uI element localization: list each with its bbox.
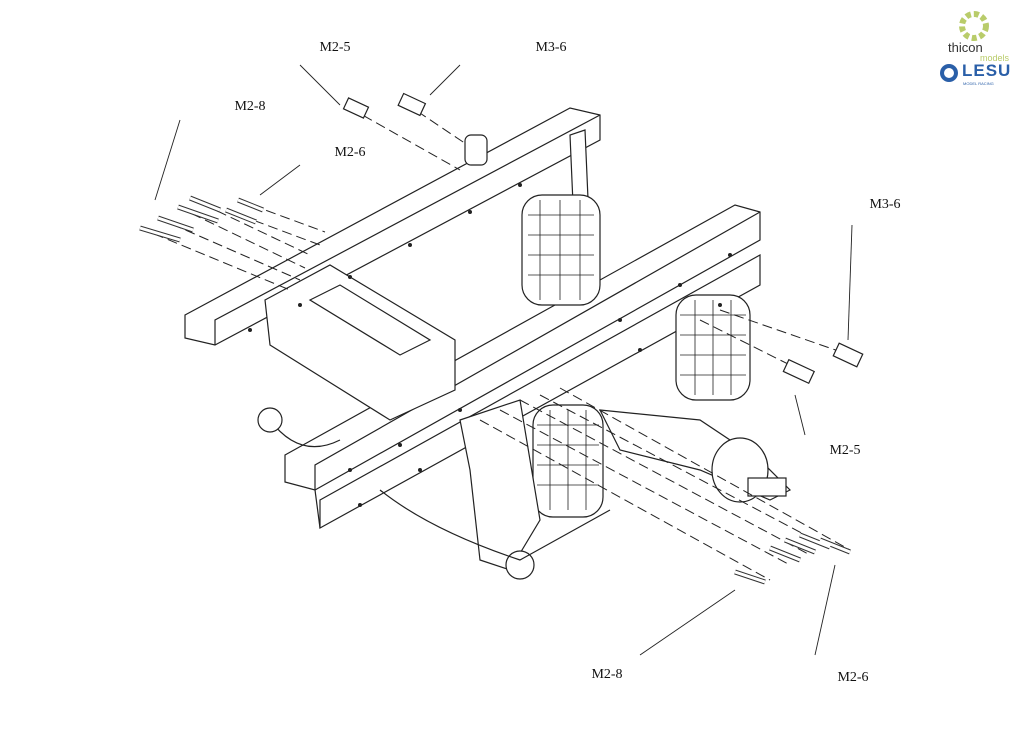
label-m2-8-bottom: M2-8	[591, 667, 623, 682]
air-spring-rear	[521, 194, 601, 306]
lesu-logo-subtext: MODEL RACING	[963, 81, 994, 86]
label-m3-6-top: M3-6	[535, 40, 567, 55]
label-m3-6-right: M3-6	[869, 197, 901, 212]
label-m2-5-top: M2-5	[319, 40, 351, 55]
air-spring-front	[532, 404, 604, 518]
bolts-top	[342, 92, 488, 171]
cross-member	[264, 264, 456, 421]
bolts-left	[139, 195, 326, 291]
bolts-bottom	[479, 387, 851, 585]
label-m2-6-left: M2-6	[334, 145, 366, 160]
thicon-gear-icon	[959, 11, 989, 41]
lesu-lion-icon	[940, 64, 958, 82]
lesu-logo-text: LESU	[962, 61, 1012, 80]
frame-holes	[248, 183, 732, 507]
air-spring-right	[675, 294, 751, 401]
label-m2-8-left: M2-8	[234, 99, 266, 114]
brand-logos: thicon models LESU MODEL RACING	[930, 6, 1016, 86]
bolts-right	[699, 309, 864, 385]
label-m2-5-right: M2-5	[829, 443, 861, 458]
leader-lines	[154, 64, 853, 656]
frame-rail-front	[284, 204, 761, 530]
thicon-logo-subtext: models	[980, 53, 1010, 63]
thicon-logo-text: thicon	[948, 40, 983, 55]
label-m2-6-bottom: M2-6	[837, 670, 869, 685]
